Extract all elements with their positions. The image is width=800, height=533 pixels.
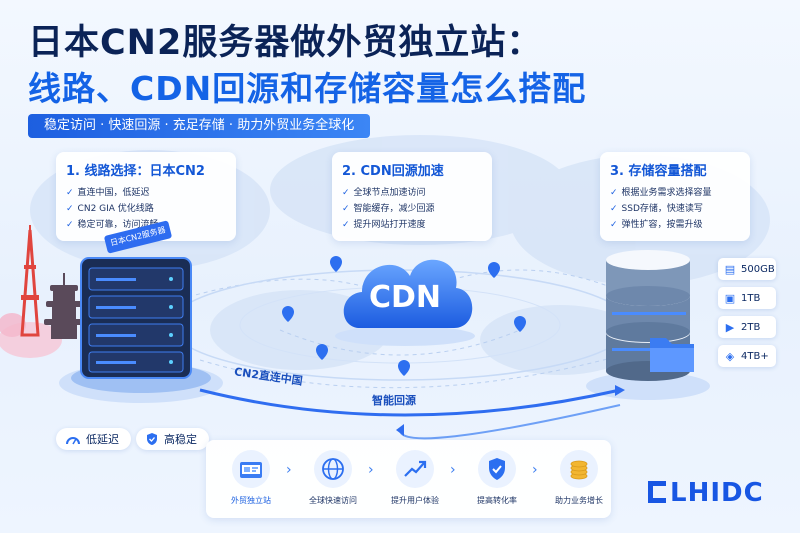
benefit-flow: 外贸独立站 › 全球快速访问 › 提升用户体验 › 提高转化率 › 助力业务增长: [206, 440, 611, 518]
card-item: ✓稳定可靠，访问流畅: [66, 220, 159, 230]
card-item: ✓SSD存储，快速读写: [610, 204, 703, 214]
card-item: ✓提升网站打开速度: [342, 220, 426, 230]
shield-icon: [147, 433, 157, 445]
chevron-right-icon: ›: [450, 462, 456, 478]
location-pin-icon: [282, 306, 294, 322]
tagline-bar: 稳定访问 · 快速回源 · 充足存储 · 助力外贸业务全球化: [28, 114, 371, 138]
card-item: ✓全球节点加速访问: [342, 188, 426, 198]
location-pin-icon: [514, 316, 526, 332]
globe-icon: [322, 458, 344, 480]
capacity-option[interactable]: ◈4TB+: [718, 345, 776, 367]
check-icon: ✓: [610, 220, 618, 230]
card-item: ✓CN2 GIA 优化线路: [66, 204, 154, 214]
storefront-icon: [240, 462, 262, 478]
image-icon: ▣: [724, 291, 736, 305]
check-icon: ✓: [342, 204, 350, 214]
card-heading: 2. CDN回源加速: [342, 164, 444, 179]
coins-icon: [570, 460, 588, 480]
tokyo-tower-illustration: [0, 225, 84, 358]
card-heading: 3. 存储容量搭配: [610, 164, 707, 179]
chevron-right-icon: ›: [286, 462, 292, 478]
capacity-option[interactable]: ▶2TB: [718, 316, 776, 338]
check-icon: ✓: [610, 204, 618, 214]
chevron-right-icon: ›: [532, 462, 538, 478]
location-pin-icon: [316, 344, 328, 360]
card-item: ✓智能缓存，减少回源: [342, 204, 435, 214]
check-icon: ✓: [66, 220, 74, 230]
cdn-cloud-illustration: [335, 259, 475, 346]
smart-origin-label: 智能回源: [372, 394, 416, 407]
page-subtitle-heading: 线路、CDN回源和存储容量怎么搭配: [28, 69, 587, 108]
server-rack-illustration: [59, 257, 223, 403]
shield-check-icon: [489, 458, 505, 480]
check-icon: ✓: [66, 188, 74, 198]
step-user-experience: 提升用户体验: [380, 450, 450, 506]
chevron-right-icon: ›: [368, 462, 374, 478]
capacity-option[interactable]: ▣1TB: [718, 287, 776, 309]
trend-up-icon: [404, 460, 427, 477]
feature-low-latency: 低延迟: [56, 428, 131, 450]
layers-icon: ◈: [725, 349, 735, 363]
card-item: ✓根据业务需求选择容量: [610, 188, 712, 198]
gauge-icon: [66, 437, 80, 445]
brand-logo: LHIDC: [648, 478, 764, 508]
check-icon: ✓: [610, 188, 618, 198]
cdn-label: CDN: [368, 280, 442, 315]
location-pin-icon: [330, 256, 342, 272]
brand-mark-icon: [648, 481, 666, 503]
step-global-access: 全球快速访问: [298, 450, 368, 506]
check-icon: ✓: [342, 188, 350, 198]
check-icon: ✓: [66, 204, 74, 214]
feature-high-stability: 高稳定: [136, 428, 209, 450]
step-conversion: 提高转化率: [462, 450, 532, 506]
card-item: ✓弹性扩容，按需升级: [610, 220, 703, 230]
check-icon: ✓: [342, 220, 350, 230]
document-icon: ▤: [724, 262, 736, 276]
page-title: 日本CN2服务器做外贸独立站：: [28, 23, 543, 63]
capacity-option[interactable]: ▤500GB: [718, 258, 776, 280]
card-cdn-origin: 2. CDN回源加速 ✓全球节点加速访问 ✓智能缓存，减少回源 ✓提升网站打开速…: [332, 152, 492, 241]
location-pin-icon: [488, 262, 500, 278]
video-icon: ▶: [725, 320, 735, 334]
capacity-list: ▤500GB ▣1TB ▶2TB ◈4TB+: [718, 258, 776, 367]
card-item: ✓直连中国，低延迟: [66, 188, 150, 198]
step-business-growth: 助力业务增长: [544, 450, 614, 506]
card-storage: 3. 存储容量搭配 ✓根据业务需求选择容量 ✓SSD存储，快速读写 ✓弹性扩容，…: [600, 152, 750, 241]
location-pin-icon: [398, 360, 410, 376]
step-storefront: 外贸独立站: [216, 450, 286, 506]
card-heading: 1. 线路选择：日本CN2: [66, 164, 205, 179]
